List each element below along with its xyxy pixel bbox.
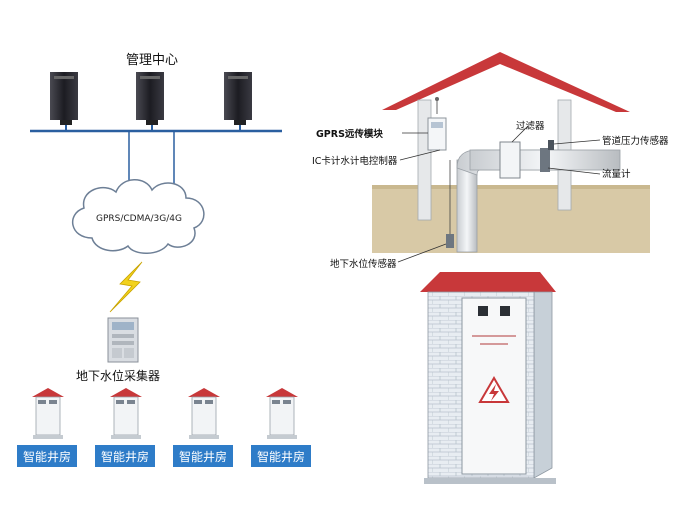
well-house-label: 智能井房 <box>257 449 305 464</box>
label-pipe-pressure-sensor: 管道压力传感器 <box>602 135 669 147</box>
well-house-cabinet <box>420 272 556 484</box>
soil-block <box>372 185 650 253</box>
well-house-label: 智能井房 <box>179 449 227 464</box>
well-house-icon <box>32 388 64 439</box>
house-roof <box>382 52 630 112</box>
flow-meter-icon <box>540 148 550 172</box>
well-house-icon <box>266 388 298 439</box>
well-house-icon <box>188 388 220 439</box>
server-icon <box>136 72 164 125</box>
well-house-label-box <box>95 445 155 467</box>
cloud-icon <box>71 179 205 254</box>
filter-icon <box>499 141 521 179</box>
collector-label: 地下水位采集器 <box>76 368 160 383</box>
water-level-collector-icon <box>107 317 139 363</box>
well-house-label-box <box>17 445 77 467</box>
server-icon <box>224 72 252 125</box>
well-house-icon <box>110 388 142 439</box>
management-center-title: 管理中心 <box>126 53 178 68</box>
label-filter: 过滤器 <box>516 120 545 132</box>
cloud-network-label: GPRS/CDMA/3G/4G <box>96 214 182 224</box>
well-house-label: 智能井房 <box>101 449 149 464</box>
cabinet-roof <box>420 272 556 292</box>
label-flow-meter: 流量计 <box>602 168 631 180</box>
label-gprs-remote-module: GPRS远传模块 <box>316 128 383 140</box>
water-level-sensor-icon <box>446 234 454 248</box>
pressure-sensor-icon <box>548 140 554 150</box>
well-house-label: 智能井房 <box>23 449 71 464</box>
well-house-label-box <box>251 445 311 467</box>
label-ic-card-controller: IC卡计水计电控制器 <box>312 155 398 167</box>
server-icon <box>50 72 78 125</box>
label-groundwater-level-sensor: 地下水位传感器 <box>330 258 397 270</box>
well-house-label-box <box>173 445 233 467</box>
lightning-icon <box>109 261 143 313</box>
